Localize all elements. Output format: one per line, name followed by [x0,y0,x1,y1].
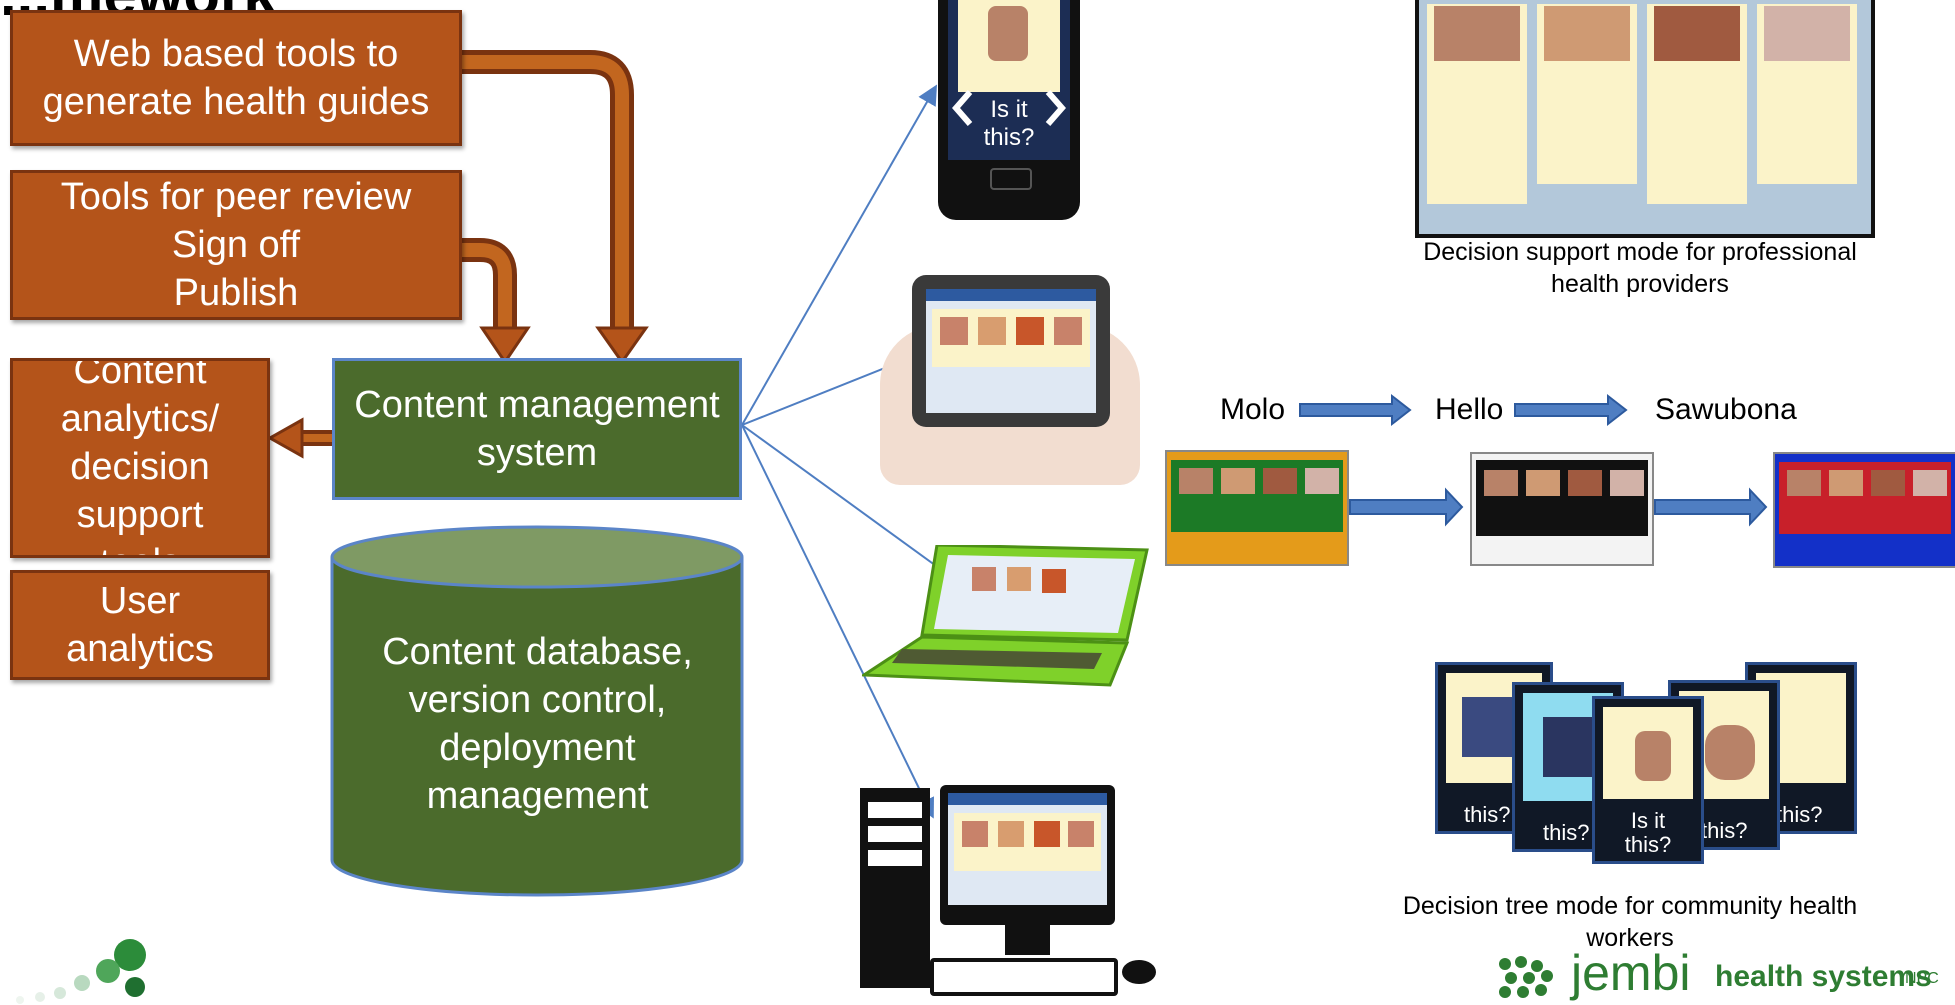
peer-review-box: Tools for peer review Sign off Publish [10,170,462,320]
jembi-suffix: NPC [1905,970,1939,987]
user-analytics-box: User analytics [10,570,270,680]
tablet-device [912,275,1110,427]
tree-card-5-label: this? [1776,802,1823,827]
decision-support-caption: Decision support mode for professional h… [1423,238,1857,298]
jembi-logo: jembi health systems NPC [1495,945,1945,1002]
tablet-screen [926,289,1096,413]
content-analytics-line-5: tools [100,539,180,555]
desktop-stand [1005,925,1050,955]
tree-card-3-label: Is it this? [1624,808,1672,857]
poster-black [1470,452,1654,566]
language-arrows [1299,393,1768,527]
content-analytics-box: Content analytics/ decision support tool… [10,358,270,558]
jembi-brand: jembi [1571,945,1691,1001]
poster-blue-red [1773,452,1955,568]
database-label: Content database, version control, deplo… [382,631,693,817]
phone-screen: Is it this? [948,0,1070,160]
tree-card-2-label: this? [1543,820,1590,845]
lang-sawubona: Sawubona [1655,393,1797,426]
web-tools-pipe-arrow [368,50,649,365]
tree-card-3: Is it this? [1592,696,1704,864]
lang-molo: Molo [1220,393,1286,426]
phone-home-button[interactable] [990,168,1032,190]
mouse [1122,960,1156,984]
peer-review-pipe-arrow [368,238,531,365]
user-analytics-line-1: User [99,580,181,622]
web-tools-label: Web based tools to generate health guide… [42,33,430,123]
analytics-arrow [266,417,332,459]
content-analytics-line-3: decision [70,446,210,488]
content-analytics-line-2: analytics/ [60,398,220,440]
desktop-tower [860,788,930,988]
phone-device: Is it this? [938,0,1080,220]
peer-review-label-1: Tools for peer review [60,176,412,218]
tree-card-4-label: this? [1701,818,1748,843]
jembi-tail: health systems [1715,960,1932,993]
content-analytics-line-4: support [76,494,204,536]
jembi-mark-icon [1499,956,1553,998]
laptop-device [862,545,1149,687]
chevron-left-icon[interactable] [950,88,976,128]
decision-support-poster [1415,0,1875,238]
desktop-screen [948,793,1107,905]
phone-screen-question: Is it this? [983,96,1035,151]
chevron-right-icon[interactable] [1042,88,1068,128]
peer-review-label-2: Sign off [171,224,301,266]
decision-tree-caption: Decision tree mode for community health … [1402,892,1858,952]
organization-logo-icon [16,939,146,1004]
desktop-monitor [940,785,1115,925]
content-analytics-line-1: Content [73,358,207,392]
database-cylinder [330,525,744,897]
poster-green [1165,450,1349,566]
cms-label: Content management system [354,384,720,474]
cms-box: Content management system [332,358,742,500]
tree-card-1-label: this? [1464,802,1511,827]
keyboard [930,958,1118,996]
peer-review-label-3: Publish [173,272,299,314]
lang-hello: Hello [1435,393,1504,426]
web-tools-box: Web based tools to generate health guide… [10,10,462,146]
user-analytics-line-2: analytics [66,628,214,670]
